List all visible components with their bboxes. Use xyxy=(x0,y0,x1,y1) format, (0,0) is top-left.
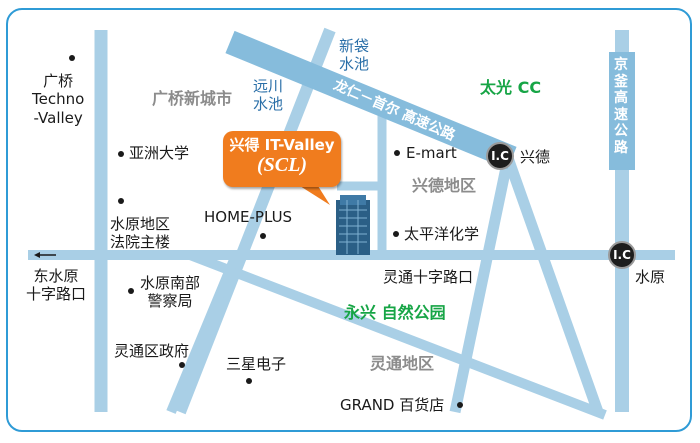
label-gwanggyo-techno-valley: 广桥 Techno -Valley xyxy=(32,72,85,127)
label-east-suwon-crossroad: 东水原 十字路口 xyxy=(26,267,87,304)
poi-dot xyxy=(260,233,266,239)
district-yeongtong: 灵通地区 xyxy=(370,354,435,373)
label-emart: E-mart xyxy=(406,144,457,162)
label-homeplus: HOME-PLUS xyxy=(204,208,293,226)
callout-subtitle: (SCL) xyxy=(257,153,307,176)
poi-dot xyxy=(69,55,75,61)
road-mid-diag-1 xyxy=(449,156,514,414)
west-arrow-icon xyxy=(34,252,56,258)
road-diagonal-long xyxy=(174,27,336,415)
label-samsung: 三星电子 xyxy=(226,355,287,373)
road-lower-left xyxy=(166,253,241,414)
building-icon xyxy=(336,195,370,255)
label-yeongtong-office: 灵通区政府 xyxy=(114,342,190,360)
callout-tail xyxy=(300,186,330,205)
poi-dot xyxy=(128,288,134,294)
poi-dot xyxy=(179,362,185,368)
label-suwon: 水原 xyxy=(635,268,666,286)
water-wonchun: 远川 水池 xyxy=(253,77,284,114)
road-lower-diagonal xyxy=(188,250,607,420)
poi-dot xyxy=(393,231,399,237)
poi-dot xyxy=(246,378,252,384)
district-heungdeok: 兴德地区 xyxy=(412,176,477,195)
green-yeongheung-park: 永兴 自然公园 xyxy=(344,303,446,322)
poi-dot xyxy=(394,150,400,156)
interchange-heungdeok: I.C xyxy=(486,142,514,170)
highway-vertical-label: 京 釜 高 速 公 路 xyxy=(614,57,628,156)
highway-diagonal-band xyxy=(225,30,517,170)
district-gwanggyo: 广桥新城市 xyxy=(152,89,233,108)
green-taekwang-cc: 太光 CC xyxy=(480,78,542,97)
poi-dot xyxy=(118,198,124,204)
label-suwon-court: 水原地区 法院主楼 xyxy=(110,215,171,252)
road-mid-diag-2 xyxy=(502,156,604,414)
label-ajou-univ: 亚洲大学 xyxy=(129,144,190,162)
label-police: 水原南部 警察局 xyxy=(140,274,201,311)
label-yeongtong-crossroad: 灵通十字路口 xyxy=(383,268,474,286)
label-pacific: 太平洋化学 xyxy=(404,225,480,243)
water-sindae: 新袋 水池 xyxy=(339,37,370,74)
label-grand-dept: GRAND 百货店 xyxy=(340,396,445,414)
interchange-suwon: I.C xyxy=(608,241,636,269)
callout-title: 兴得 IT-Valley xyxy=(229,136,335,154)
poi-dot xyxy=(457,402,463,408)
scl-callout: 兴得 IT-Valley (SCL) xyxy=(223,131,341,187)
poi-dot xyxy=(118,151,124,157)
label-heungdeok: 兴德 xyxy=(520,148,551,166)
